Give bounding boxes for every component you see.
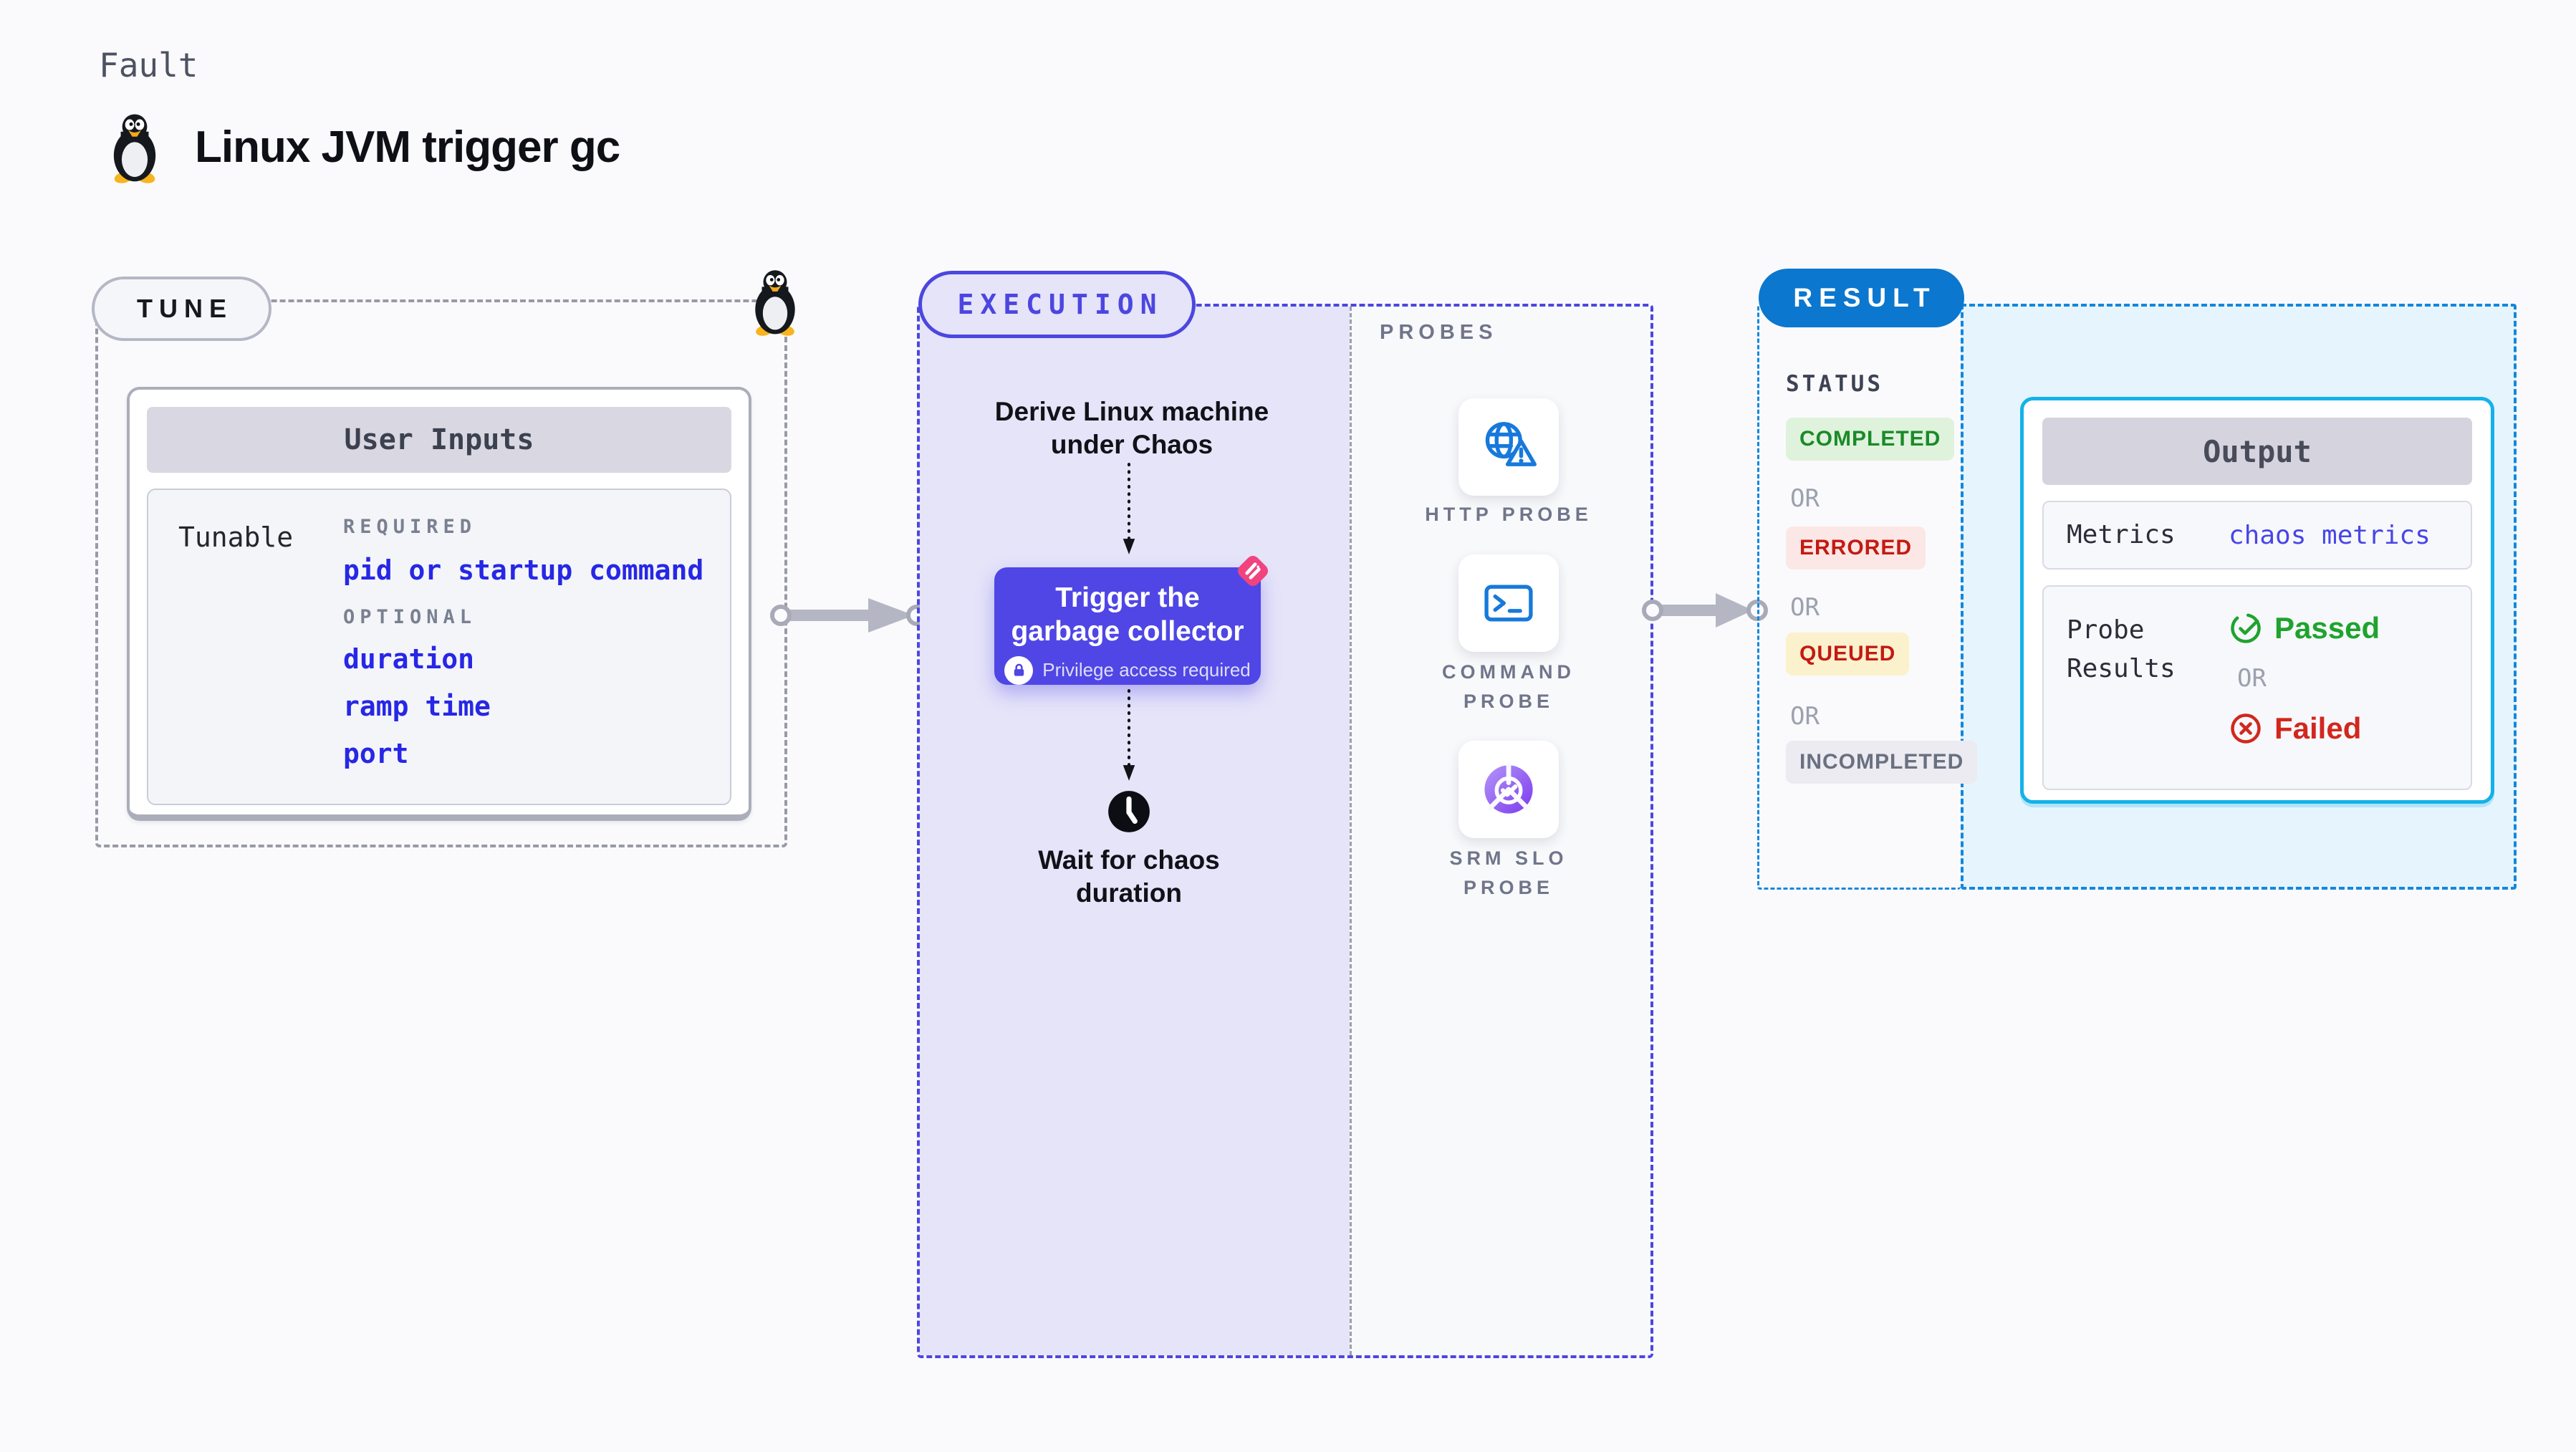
status-badge-completed: COMPLETED xyxy=(1786,418,1955,461)
chaos-experiment-icon xyxy=(1231,549,1275,593)
passed-verdict: Passed xyxy=(2229,611,2380,645)
derive-machine-label: Derive Linux machine under Chaos xyxy=(994,397,1269,460)
status-heading: STATUS xyxy=(1786,371,1883,397)
param-port[interactable]: port xyxy=(343,738,409,769)
trigger-gc-node[interactable]: Trigger the garbage collector Privilege … xyxy=(994,567,1261,685)
failed-verdict: Failed xyxy=(2229,711,2380,746)
globe-warning-icon xyxy=(1478,416,1539,478)
lock-icon xyxy=(1004,655,1034,685)
param-duration[interactable]: duration xyxy=(343,643,475,675)
required-label: REQUIRED xyxy=(343,516,477,538)
wait-duration-label: Wait for chaos duration xyxy=(1038,845,1220,908)
probe-results-row: Probe Results Passed OR Failed xyxy=(2042,585,2472,790)
tune-section xyxy=(95,299,787,847)
probe-results-verdicts: Passed OR Failed xyxy=(2229,611,2380,789)
user-inputs-card: User Inputs Tunable REQUIRED pid or star… xyxy=(127,387,751,821)
wait-clock-icon xyxy=(1105,788,1153,835)
or-separator: OR xyxy=(1790,593,1820,622)
srm-slo-probe-label: SRM SLO PROBE xyxy=(1449,847,1568,898)
dotted-arrow-down-icon xyxy=(1119,689,1139,785)
or-separator: OR xyxy=(2237,664,2267,693)
dotted-arrow-down-icon xyxy=(1119,463,1139,559)
command-probe-card[interactable] xyxy=(1458,554,1559,652)
probes-heading: PROBES xyxy=(1380,321,1498,344)
trigger-gc-title: Trigger the garbage collector xyxy=(1011,582,1244,647)
output-card: Output Metrics chaos metrics Probe Resul… xyxy=(2020,397,2494,804)
page-title: Linux JVM trigger gc xyxy=(195,122,620,172)
status-badge-errored: ERRORED xyxy=(1786,527,1926,569)
param-pid-or-startup-command[interactable]: pid or startup command xyxy=(343,554,704,586)
linux-tux-small-icon xyxy=(746,268,804,336)
result-badge: RESULT xyxy=(1759,269,1964,327)
x-circle-icon xyxy=(2229,711,2263,746)
optional-label: OPTIONAL xyxy=(343,606,477,628)
check-circle-icon xyxy=(2229,611,2263,645)
output-header: Output xyxy=(2042,418,2472,485)
or-separator: OR xyxy=(1790,702,1820,731)
passed-label: Passed xyxy=(2274,611,2380,645)
or-separator: OR xyxy=(1790,484,1820,513)
privilege-label: Privilege access required xyxy=(1042,659,1251,681)
param-ramp-time[interactable]: ramp time xyxy=(343,691,491,722)
execution-to-result-arrow xyxy=(1642,593,1768,628)
srm-slo-probe-card[interactable] xyxy=(1458,741,1559,838)
probe-results-label: Probe Results xyxy=(2067,615,2176,683)
tune-to-execution-arrow xyxy=(770,598,928,633)
user-inputs-panel: Tunable REQUIRED pid or startup command … xyxy=(147,489,731,805)
tunable-label: Tunable xyxy=(178,521,294,553)
privilege-row: Privilege access required xyxy=(994,655,1261,685)
metrics-value[interactable]: chaos metrics xyxy=(2229,520,2431,550)
linux-tux-icon xyxy=(105,112,165,183)
status-badge-queued: QUEUED xyxy=(1786,633,1910,675)
tune-badge: TUNE xyxy=(92,277,271,341)
user-inputs-header: User Inputs xyxy=(147,407,731,473)
http-probe-label: HTTP PROBE xyxy=(1425,504,1592,525)
metrics-label: Metrics xyxy=(2067,520,2176,549)
execution-badge: EXECUTION xyxy=(918,271,1196,338)
status-badge-incompleted: INCOMPLETED xyxy=(1786,741,1978,784)
terminal-icon xyxy=(1478,572,1539,634)
command-probe-label: COMMAND PROBE xyxy=(1442,661,1575,712)
slo-pie-icon xyxy=(1478,759,1539,820)
failed-label: Failed xyxy=(2274,711,2362,745)
metrics-row: Metrics chaos metrics xyxy=(2042,501,2472,569)
http-probe-card[interactable] xyxy=(1458,398,1559,496)
fault-kicker: Fault xyxy=(99,46,198,85)
